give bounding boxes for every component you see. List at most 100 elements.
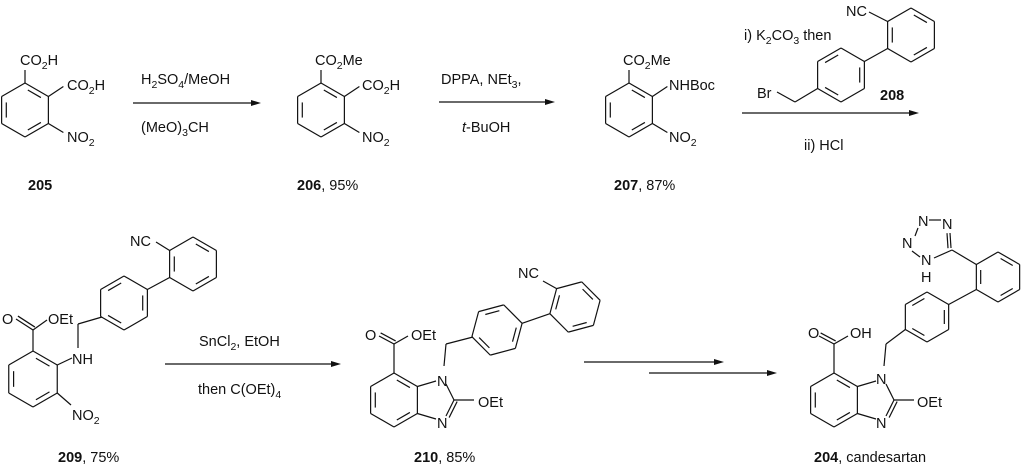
reagent-text: ii) HCl (804, 138, 843, 154)
double-bond-line (572, 321, 587, 327)
ring-bond (810, 372, 835, 388)
double-bond-line (35, 391, 50, 401)
double-bond-line (195, 275, 210, 285)
bonds (1, 7, 1021, 428)
atom-label: N (437, 416, 447, 432)
compound-204: O OH N N OEt N N N N H 204, candesartan (808, 214, 952, 466)
bond-line (948, 288, 977, 306)
ring-bond (905, 291, 928, 306)
bond-line (885, 383, 895, 401)
bond-line (155, 241, 170, 252)
reagents: H2SO4/MeOH (MeO)3CH DPPA, NEt3, t-BuOH i… (141, 28, 843, 401)
double-bond-line (824, 86, 839, 96)
bond-line (344, 122, 360, 134)
bond-line (542, 280, 557, 290)
reagent-text: then C(OEt)4 (198, 382, 281, 401)
double-bond-line (913, 14, 928, 24)
ring-bond (840, 47, 865, 63)
bond-line (857, 380, 877, 388)
ring-bond (926, 328, 949, 343)
ring-bond (1, 122, 26, 138)
ring-bond (605, 122, 630, 138)
bond-line (833, 335, 849, 345)
atom-label: NC (518, 266, 539, 282)
ring-bond (192, 236, 217, 252)
reagent-text: DPPA, NEt3, (441, 72, 522, 91)
atom-label: N (918, 214, 928, 230)
bond-line (393, 335, 409, 345)
bond-line (911, 250, 921, 258)
atom-label: N (437, 374, 447, 390)
atom-label: NO2 (669, 130, 697, 149)
bond-line (521, 313, 551, 324)
ring-bond (628, 82, 653, 98)
ring-bond (887, 47, 912, 63)
ring-bond (123, 315, 148, 331)
bond-line (48, 86, 64, 97)
atom-label: CO2H (20, 53, 58, 72)
ring-bond (833, 412, 858, 428)
arrowhead-icon (251, 100, 261, 106)
ring-bond (976, 288, 999, 303)
ring-bond (8, 350, 34, 366)
atom-label: H (921, 270, 931, 286)
compound-label: 206, 95% (297, 178, 358, 194)
ring-bond (926, 291, 949, 306)
atom-label: OEt (411, 328, 436, 344)
compound-label: 208 (880, 88, 904, 104)
ring-bond (503, 304, 523, 324)
atom-label: N (902, 236, 912, 252)
ring-bond (887, 7, 912, 23)
bond-line (443, 343, 447, 367)
ring-bond (997, 251, 1020, 266)
ring-bond (24, 122, 49, 138)
double-bond-line (17, 315, 36, 328)
atom-label: NC (130, 234, 151, 250)
double-bond-line (195, 243, 210, 253)
ring-bond (478, 304, 504, 313)
compound-label: 210, 85% (414, 450, 475, 466)
arrowhead-icon (545, 99, 555, 105)
ring-bond (320, 82, 345, 98)
atom-label: NO2 (67, 130, 95, 149)
bond-line (77, 316, 103, 325)
ring-bond (169, 276, 194, 292)
ring-bond (192, 276, 217, 292)
bond-line (15, 318, 34, 331)
ring-bond (905, 328, 928, 343)
arrowhead-icon (767, 370, 777, 376)
bond-line (378, 335, 395, 345)
double-bond-line (631, 89, 646, 99)
bond-line (949, 232, 952, 249)
ring-bond (1, 82, 26, 98)
compound-label: 205 (28, 178, 52, 194)
compound-210: O OEt N N OEt NC 210, 85% (365, 266, 539, 466)
double-bond-line (511, 327, 517, 342)
bond-line (147, 276, 170, 291)
bond-line (885, 399, 895, 417)
double-bond-line (582, 288, 594, 300)
ring-bond (910, 7, 935, 23)
atom-label: N (942, 217, 952, 233)
compound-206: CO2Me CO2H NO2 206, 95% (297, 53, 400, 194)
bond-line (344, 86, 360, 97)
bond-line (417, 380, 437, 388)
reagent-text: i) K2CO3 then (744, 28, 831, 47)
bond-line (417, 412, 437, 420)
double-bond-line (35, 357, 50, 367)
compound-205: CO2H CO2H NO2 205 (20, 53, 105, 194)
double-bond-line (1000, 287, 1014, 297)
atom-label: NO2 (362, 130, 390, 149)
compound-label: 204, candesartan (814, 450, 926, 466)
bond-line (56, 357, 73, 366)
ring-bond (840, 87, 865, 103)
compound-209: O OEt NH NO2 NC 209, 75% (2, 234, 151, 466)
ring-bond (976, 251, 999, 266)
double-bond-line (888, 401, 898, 418)
bond-line (445, 336, 474, 345)
bond-line (652, 86, 668, 97)
atom-label: O (365, 328, 376, 344)
atom-label: CO2Me (623, 53, 671, 72)
ring-bond (123, 275, 148, 291)
bond-line (445, 399, 455, 417)
